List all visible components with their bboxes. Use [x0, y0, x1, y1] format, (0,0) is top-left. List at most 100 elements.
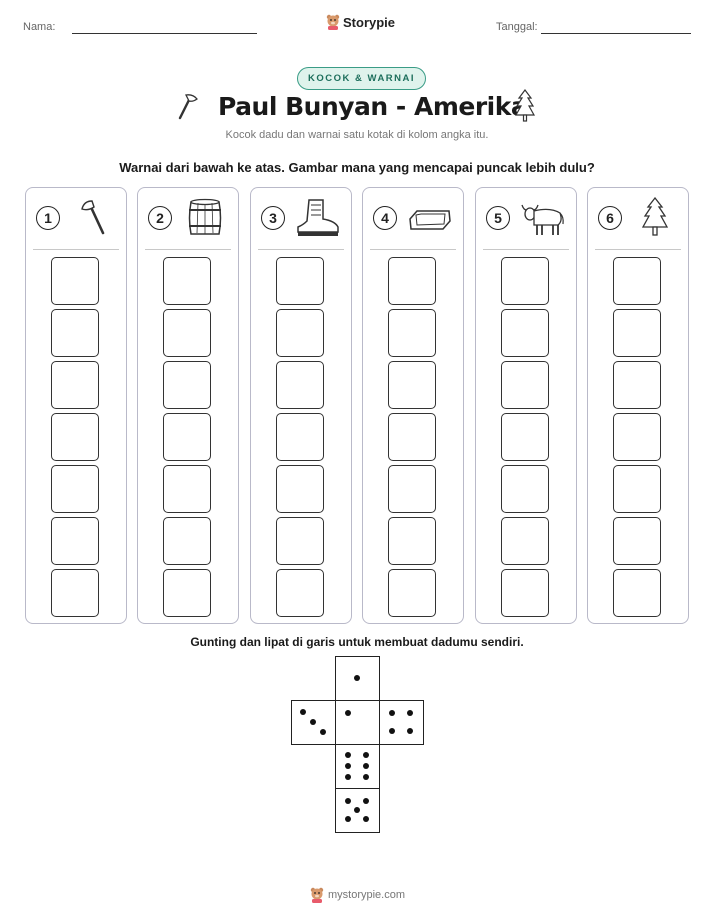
color-box[interactable] [276, 309, 324, 357]
color-box[interactable] [163, 413, 211, 461]
color-box[interactable] [163, 517, 211, 565]
color-box[interactable] [388, 517, 436, 565]
column-5: 5 [475, 187, 577, 624]
color-box[interactable] [613, 309, 661, 357]
subtitle: Kocok dadu dan warnai satu kotak di kolo… [225, 129, 489, 141]
pip [345, 710, 351, 716]
pip [363, 816, 369, 822]
instruction: Warnai dari bawah ke atas. Gambar mana y… [119, 160, 595, 175]
color-box[interactable] [388, 257, 436, 305]
color-box[interactable] [388, 361, 436, 409]
storypie-bear-icon [326, 14, 340, 30]
pip [363, 798, 369, 804]
color-box[interactable] [501, 413, 549, 461]
pip [354, 675, 360, 681]
name-line [72, 33, 257, 34]
cut-instruction: Gunting dan lipat di garis untuk membuat… [190, 635, 524, 649]
pip [345, 774, 351, 780]
die-face-one [335, 656, 380, 701]
pine-tree-icon [641, 197, 669, 236]
column-divider [483, 249, 569, 250]
column-number: 1 [36, 206, 60, 230]
color-box[interactable] [276, 257, 324, 305]
die-face-six [335, 744, 380, 789]
pip [389, 728, 395, 734]
color-box[interactable] [163, 257, 211, 305]
pip [363, 774, 369, 780]
pine-tree-icon [514, 89, 536, 122]
column-divider [33, 249, 119, 250]
pip [363, 763, 369, 769]
color-box[interactable] [388, 309, 436, 357]
color-box[interactable] [613, 517, 661, 565]
storypie-bear-icon [310, 887, 324, 903]
date-line [541, 33, 691, 34]
color-box[interactable] [388, 569, 436, 617]
footer: mystorypie.com [310, 887, 405, 903]
page-title: Paul Bunyan - Amerika [218, 92, 528, 121]
color-box[interactable] [276, 569, 324, 617]
footer-url[interactable]: mystorypie.com [328, 889, 406, 901]
column-divider [258, 249, 344, 250]
pip [320, 729, 326, 735]
column-4: 4 [362, 187, 464, 624]
color-box[interactable] [51, 569, 99, 617]
color-box[interactable] [613, 413, 661, 461]
color-box[interactable] [276, 413, 324, 461]
pip [363, 752, 369, 758]
pip [345, 752, 351, 758]
die-face-four [379, 700, 424, 745]
color-box[interactable] [163, 569, 211, 617]
color-box[interactable] [51, 309, 99, 357]
color-box[interactable] [276, 465, 324, 513]
name-label: Nama: [23, 21, 56, 33]
column-3: 3 [250, 187, 352, 624]
color-box[interactable] [613, 569, 661, 617]
pip [310, 719, 316, 725]
pip [345, 816, 351, 822]
color-box[interactable] [163, 309, 211, 357]
color-box[interactable] [501, 257, 549, 305]
pip [389, 710, 395, 716]
color-box[interactable] [276, 361, 324, 409]
die-face-three [291, 700, 336, 745]
barrel-icon [188, 198, 222, 235]
color-box[interactable] [613, 361, 661, 409]
color-box[interactable] [51, 517, 99, 565]
axe-icon [178, 94, 198, 120]
column-2: 2 [137, 187, 239, 624]
color-box[interactable] [501, 465, 549, 513]
color-box[interactable] [501, 309, 549, 357]
color-box[interactable] [51, 413, 99, 461]
column-divider [370, 249, 456, 250]
color-box[interactable] [501, 569, 549, 617]
color-box[interactable] [51, 465, 99, 513]
activity-badge: KOCOK & WARNAI [297, 67, 427, 90]
column-number: 5 [486, 206, 510, 230]
color-box[interactable] [388, 465, 436, 513]
color-box[interactable] [51, 257, 99, 305]
axe-icon [81, 200, 105, 235]
color-box[interactable] [51, 361, 99, 409]
color-box[interactable] [388, 413, 436, 461]
brand-name: Storypie [343, 14, 396, 30]
boot-icon [297, 199, 339, 236]
color-box[interactable] [613, 257, 661, 305]
color-box[interactable] [613, 465, 661, 513]
color-box[interactable] [163, 361, 211, 409]
pip [300, 709, 306, 715]
column-number: 6 [598, 206, 622, 230]
column-number: 4 [373, 206, 397, 230]
date-label: Tanggal: [496, 21, 538, 33]
pip [407, 710, 413, 716]
pip [345, 798, 351, 804]
column-divider [145, 249, 231, 250]
pip [345, 763, 351, 769]
pan-icon [409, 210, 451, 230]
column-number: 3 [261, 206, 285, 230]
color-box[interactable] [163, 465, 211, 513]
color-box[interactable] [501, 517, 549, 565]
brand-logo: Storypie [326, 14, 395, 30]
color-box[interactable] [276, 517, 324, 565]
color-box[interactable] [501, 361, 549, 409]
